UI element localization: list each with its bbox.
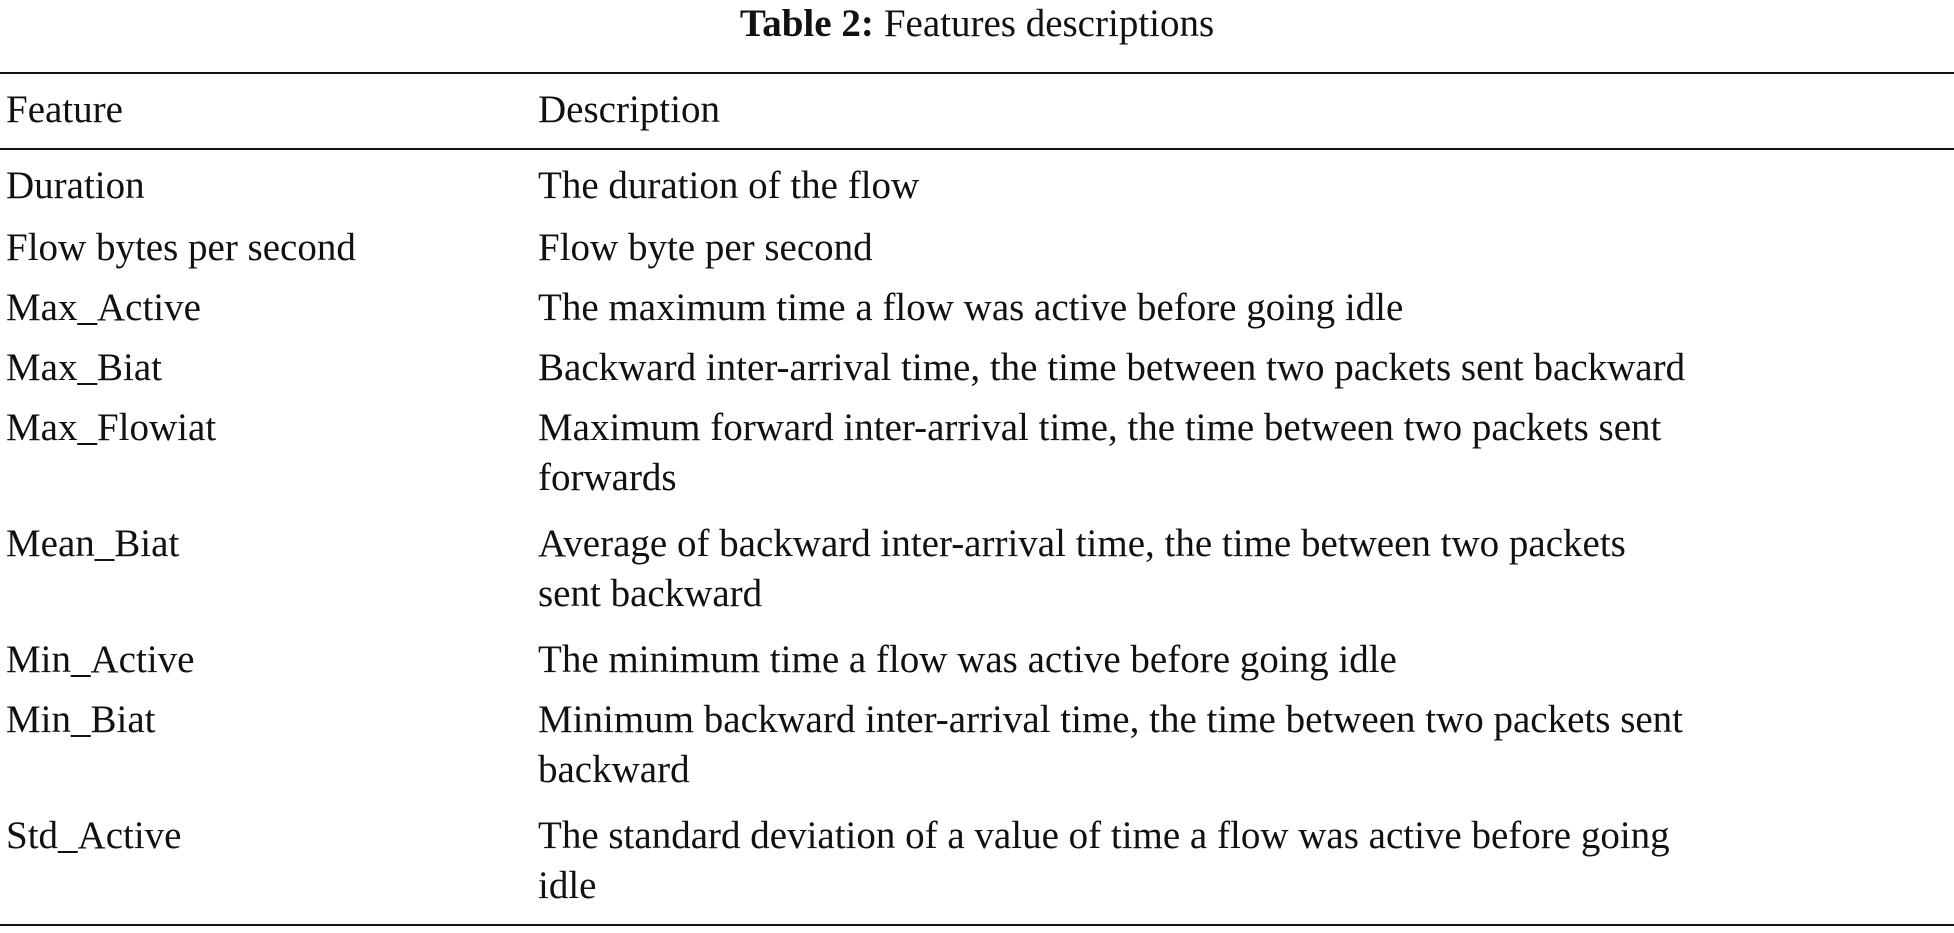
feature-cell: Duration	[6, 164, 145, 207]
description-cell: Flow byte per second	[538, 226, 873, 269]
header-description: Description	[538, 88, 720, 131]
table-caption: Table 2:Features descriptions	[0, 0, 1954, 48]
description-cell: sent backward	[538, 572, 763, 615]
description-cell: The standard deviation of a value of tim…	[538, 814, 1670, 857]
bottom-rule	[0, 924, 1954, 926]
caption-label: Table 2:	[739, 2, 874, 45]
feature-cell: Max_Flowiat	[6, 406, 217, 449]
description-cell: forwards	[538, 456, 677, 499]
feature-cell: Max_Active	[6, 286, 201, 329]
header-rule	[0, 148, 1954, 150]
description-cell: The minimum time a flow was active befor…	[538, 638, 1397, 681]
header-feature: Feature	[6, 88, 123, 131]
top-rule	[0, 72, 1954, 74]
feature-cell: Mean_Biat	[6, 522, 180, 565]
description-cell: The duration of the flow	[538, 164, 920, 207]
description-cell: backward	[538, 748, 690, 791]
description-cell: Average of backward inter-arrival time, …	[538, 522, 1626, 565]
feature-cell: Flow bytes per second	[6, 226, 356, 269]
description-cell: idle	[538, 864, 597, 907]
feature-cell: Min_Active	[6, 638, 195, 681]
feature-cell: Min_Biat	[6, 698, 156, 741]
caption-text: Features descriptions	[883, 2, 1215, 45]
description-cell: The maximum time a flow was active befor…	[538, 286, 1404, 329]
feature-cell: Std_Active	[6, 814, 182, 857]
description-cell: Backward inter-arrival time, the time be…	[538, 346, 1686, 389]
description-cell: Maximum forward inter-arrival time, the …	[538, 406, 1662, 449]
description-cell: Minimum backward inter-arrival time, the…	[538, 698, 1684, 741]
feature-cell: Max_Biat	[6, 346, 162, 389]
